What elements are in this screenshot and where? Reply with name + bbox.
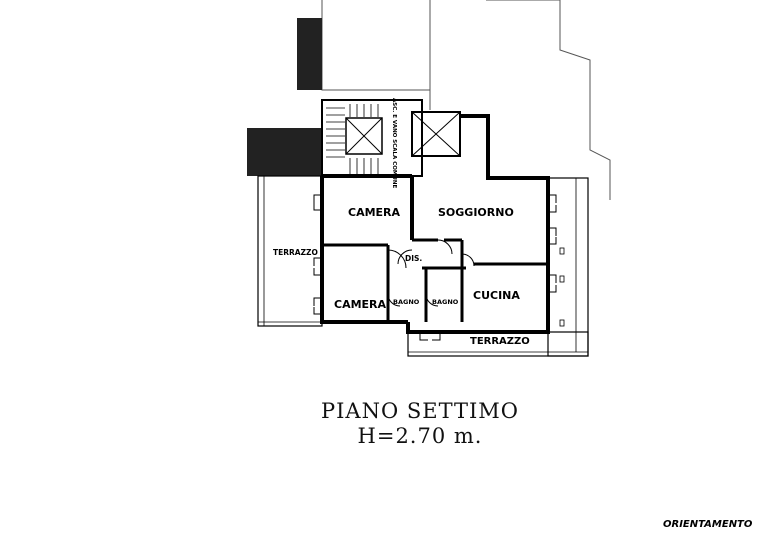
label-bagno-2: BAGNO xyxy=(432,298,459,306)
window-marks xyxy=(313,194,557,341)
lift-shaft xyxy=(411,111,461,157)
floor-caption: PIANO SETTIMO xyxy=(321,399,519,423)
hatched-block-top xyxy=(297,18,322,90)
door-swings xyxy=(387,239,475,307)
label-bagno-1: BAGNO xyxy=(393,298,420,306)
label-terrazzo-left: TERRAZZO xyxy=(273,248,318,257)
label-cucina: CUCINA xyxy=(473,289,520,302)
label-camera-2: CAMERA xyxy=(334,298,387,311)
hatched-block-left xyxy=(247,128,322,176)
terrace-left xyxy=(257,175,323,327)
height-caption: H=2.70 m. xyxy=(357,424,483,448)
terrace-right xyxy=(547,177,589,357)
orientation-label: ORIENTAMENTO xyxy=(663,519,753,530)
label-camera-1: CAMERA xyxy=(348,206,401,219)
stair-core xyxy=(321,99,423,177)
label-terrazzo-bottom: TERRAZZO xyxy=(470,336,530,347)
stair-note: ASC. E VANO SCALA COMUNE xyxy=(391,98,397,188)
label-soggiorno: SOGGIORNO xyxy=(438,206,514,219)
label-dis: DIS. xyxy=(405,254,422,263)
terrace-bottom xyxy=(407,331,589,357)
